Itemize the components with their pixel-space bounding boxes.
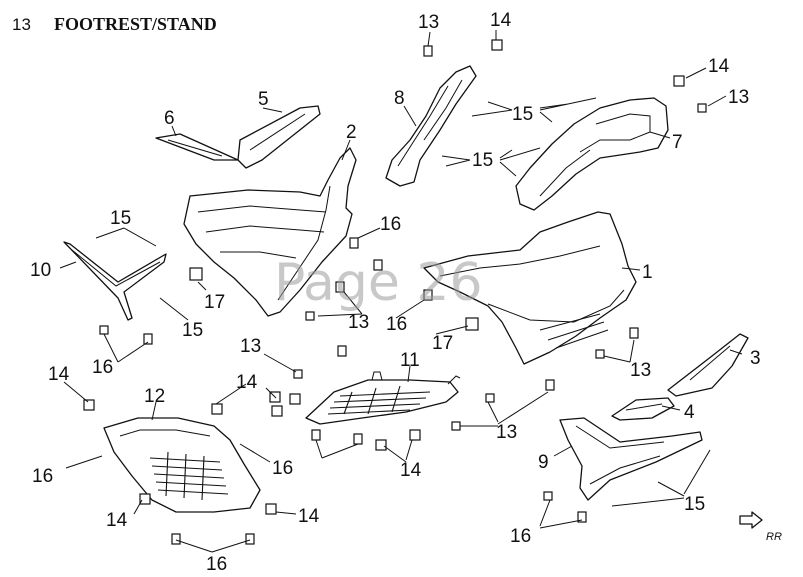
pushpin-16 — [349, 237, 359, 249]
part-10-bracket — [63, 241, 167, 321]
leader-lines — [59, 30, 743, 553]
clip-14 — [375, 439, 387, 451]
callout-13: 13 — [728, 87, 749, 108]
callout-8: 8 — [394, 88, 405, 109]
bolt-13 — [697, 103, 707, 113]
callout-5: 5 — [258, 89, 269, 110]
callout-16: 16 — [272, 458, 293, 479]
clip-14 — [83, 399, 95, 411]
clip-14 — [409, 429, 421, 441]
callout-13: 13 — [240, 336, 261, 357]
callout-11: 11 — [400, 350, 420, 371]
callout-9: 9 — [538, 452, 549, 473]
callout-14: 14 — [48, 364, 70, 385]
part-2-floor-frame — [183, 147, 357, 317]
callout-17: 17 — [204, 292, 225, 313]
rear-direction-marker: RR — [739, 511, 782, 543]
callout-16: 16 — [32, 466, 53, 487]
callout-15: 15 — [182, 320, 203, 341]
clip-14 — [271, 405, 283, 417]
part-9-bracket — [559, 417, 703, 501]
part-6-trim — [155, 133, 239, 161]
callout-10: 10 — [30, 260, 51, 281]
callout-16: 16 — [510, 526, 531, 547]
pushpin-16 — [311, 429, 321, 441]
part-12-cover — [103, 417, 261, 513]
pushpin-16 — [423, 289, 433, 301]
clip-14 — [289, 393, 301, 405]
callout-15: 15 — [512, 104, 533, 125]
bolt-13 — [485, 393, 495, 403]
part-1-floor-panel — [423, 211, 637, 365]
callout-6: 6 — [164, 108, 175, 129]
callout-3: 3 — [750, 348, 761, 369]
clip-14 — [211, 403, 223, 415]
nut-17 — [465, 317, 479, 331]
part-5-strip — [237, 105, 321, 169]
callout-14: 14 — [236, 372, 258, 393]
bolt-13 — [451, 421, 461, 431]
bolt-13 — [629, 327, 639, 339]
callout-14: 14 — [106, 510, 128, 531]
bolt-13 — [293, 369, 303, 379]
pushpin-16 — [143, 333, 153, 345]
callout-13: 13 — [348, 312, 369, 333]
callout-14: 14 — [298, 506, 320, 527]
pushpin-16 — [577, 511, 587, 523]
bolt-13 — [373, 259, 383, 271]
clip-14 — [139, 493, 151, 505]
section-number: 13 — [12, 15, 31, 34]
direction-label: RR — [766, 531, 782, 543]
callout-7: 7 — [672, 132, 683, 153]
callout-12: 12 — [144, 386, 165, 407]
watermark: Page 26 — [274, 253, 483, 313]
pushpin-16 — [353, 433, 363, 445]
section-title: FOOTREST/STAND — [54, 14, 217, 34]
pushpin-16 — [543, 491, 553, 501]
callouts: 13 14 14 13 5 6 8 15 15 7 2 15 16 10 1 1… — [30, 10, 761, 575]
bolt-13 — [305, 311, 315, 321]
callout-1: 1 — [642, 262, 653, 283]
bolt-13 — [595, 349, 605, 359]
arrow-icon — [739, 511, 763, 529]
pushpin-16 — [245, 533, 255, 545]
part-7-side-panel — [515, 97, 669, 211]
callout-15: 15 — [684, 494, 705, 515]
callout-13: 13 — [496, 422, 517, 443]
callout-13: 13 — [418, 12, 439, 33]
pushpin-16 — [171, 533, 181, 545]
part-8-panel — [385, 65, 477, 187]
callout-13: 13 — [630, 360, 651, 381]
callout-14: 14 — [490, 10, 512, 31]
callout-16: 16 — [380, 214, 401, 235]
bolt-13 — [335, 281, 345, 293]
callout-16: 16 — [386, 314, 407, 335]
part-4-cover — [611, 397, 675, 421]
callout-4: 4 — [684, 402, 695, 423]
callout-16: 16 — [206, 554, 227, 575]
callout-2: 2 — [346, 122, 357, 143]
bolt-13 — [545, 379, 555, 391]
callout-15: 15 — [472, 150, 493, 171]
callout-14: 14 — [708, 56, 730, 77]
clip-14 — [491, 39, 503, 51]
pushpin-16 — [99, 325, 109, 335]
callout-16: 16 — [92, 357, 113, 378]
callout-14: 14 — [400, 460, 422, 481]
part-3-trim — [667, 333, 749, 397]
bolt-13 — [423, 45, 433, 57]
clip-14 — [265, 503, 277, 515]
part-11-mat — [305, 371, 461, 425]
callout-15: 15 — [110, 208, 131, 229]
nut-17 — [189, 267, 203, 281]
bolt-13 — [337, 345, 347, 357]
clip-14 — [673, 75, 685, 87]
callout-17: 17 — [432, 333, 453, 354]
